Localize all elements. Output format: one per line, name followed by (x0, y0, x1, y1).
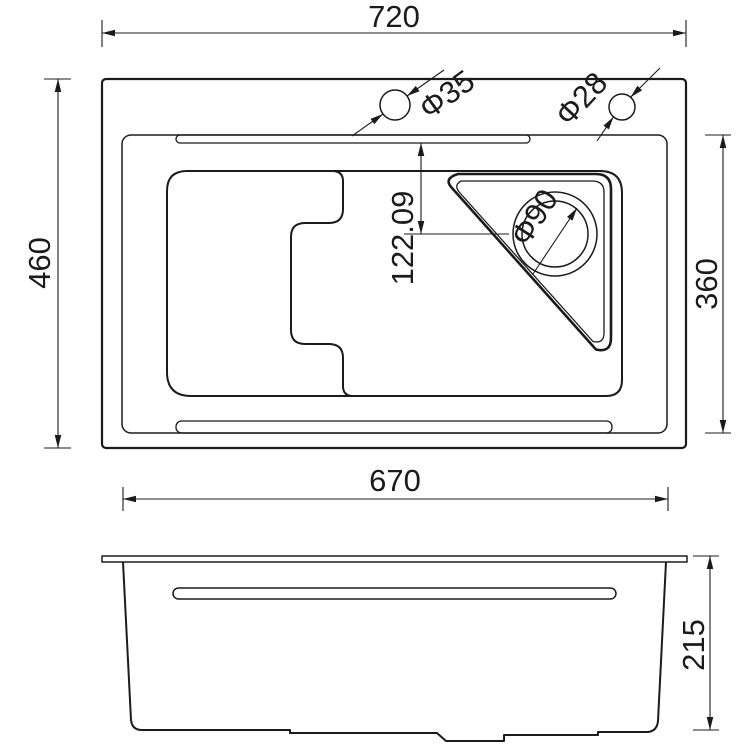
bowl-inner-edge (166, 170, 623, 397)
deck-ledge-line-top (175, 134, 531, 144)
dim-inner-width: 670 (122, 463, 669, 511)
dim-overall-depth: 460 (22, 78, 71, 449)
dim-overall-width: 720 (101, 0, 687, 47)
faucet-hole-leader-lower (351, 113, 384, 137)
faucet-hole-circle (379, 89, 411, 121)
side-body-outline (122, 561, 667, 742)
corner-shelf-inner-edge (456, 180, 605, 343)
ledge-step-contour (290, 170, 353, 397)
dim-drain-offset: 122.09 (385, 143, 509, 285)
overall-width-label: 720 (368, 0, 420, 34)
accessory-hole-label: Φ28 (548, 65, 614, 132)
accessory-hole-leader-lower (596, 116, 614, 142)
sink-outer-edge (100, 77, 688, 450)
overall-depth-label: 460 (22, 237, 57, 289)
faucet-hole-leader-upper (406, 69, 445, 97)
drain-outer-circle (512, 191, 598, 277)
deck-ledge-line-bottom (175, 420, 613, 434)
side-ledge-slot (172, 587, 617, 600)
side-view: 215 (101, 555, 719, 742)
drain-inner-circle (521, 200, 589, 268)
inner-depth-label: 360 (689, 258, 724, 310)
top-view: Φ90 Φ35 Φ28 720 460 670 (22, 0, 731, 511)
dim-side-height: 215 (676, 555, 719, 731)
side-height-label: 215 (676, 619, 711, 671)
drain-diameter-leader (532, 207, 578, 275)
corner-shelf-outer-edge (447, 172, 613, 352)
dim-inner-depth: 360 (689, 134, 731, 434)
faucet-hole-label: Φ35 (413, 63, 481, 126)
accessory-hole-circle (608, 93, 636, 121)
accessory-hole-leader-upper (630, 67, 661, 98)
inner-width-label: 670 (369, 463, 421, 498)
side-rim-flange (101, 555, 688, 563)
drain-diameter-label: Φ90 (503, 183, 565, 252)
drain-offset-label: 122.09 (385, 191, 420, 286)
